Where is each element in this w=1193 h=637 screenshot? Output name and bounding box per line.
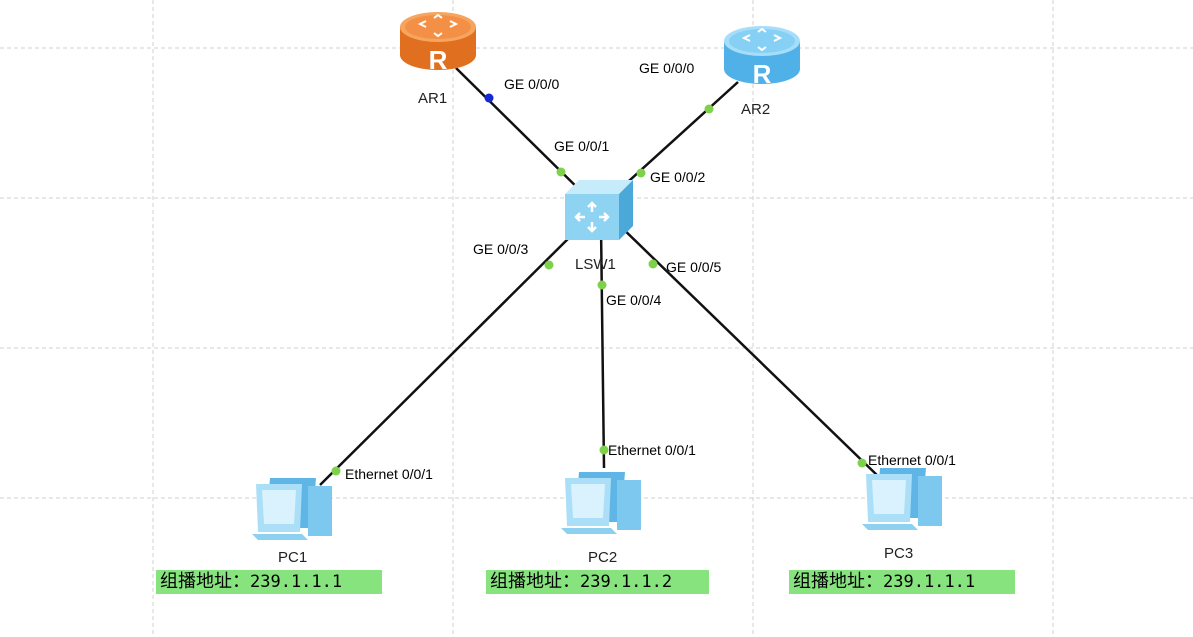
svg-text:R: R [753,59,772,89]
router-ar2-icon[interactable]: R [724,26,800,89]
port-dot-lsw1-ge001[interactable] [556,167,566,177]
port-dot-lsw1-ge004[interactable] [597,280,607,290]
ar1-label: AR1 [418,90,448,107]
multicast-note-pc1[interactable]: 组播地址：239.1.1.1 [156,570,382,594]
svg-text:R: R [429,45,448,75]
port-dot-lsw1-ge003[interactable] [544,260,554,270]
port-dot-lsw1-ge005[interactable] [648,259,658,269]
switch-lsw1-icon[interactable] [565,180,633,240]
pc1-label: PC1 [278,549,308,566]
pc1-icon[interactable] [252,478,332,540]
link-lsw1-pc2[interactable] [599,225,606,469]
port-dot-lsw1-ge002[interactable] [636,168,646,178]
pc2-icon[interactable] [561,472,641,534]
link-ar1-lsw1[interactable] [455,67,597,207]
multicast-note-pc2-label: 组播地址： [490,571,580,592]
port-label-ar1-ge000: GE 0/0/0 [504,76,560,92]
port-dot-pc3-eth[interactable] [857,458,867,468]
pc3-icon[interactable] [862,468,942,530]
port-label-ar2-ge000: GE 0/0/0 [639,60,695,76]
multicast-note-pc3-label: 组播地址： [793,571,883,592]
multicast-note-pc2[interactable]: 组播地址：239.1.1.2 [486,570,709,594]
port-label-lsw1-ge004: GE 0/0/4 [606,292,662,308]
port-dot-ar1-ge000[interactable] [484,93,494,103]
port-dot-pc2-eth[interactable] [599,445,609,455]
link-lsw1-pc1[interactable] [319,221,586,486]
lsw1-label: LSW1 [575,256,616,273]
multicast-note-pc1-value: 239.1.1.1 [250,572,343,592]
multicast-note-pc2-value: 239.1.1.2 [580,572,673,592]
pc2-label: PC2 [588,549,618,566]
port-label-lsw1-ge002: GE 0/0/2 [650,169,706,185]
ar2-label: AR2 [741,101,771,118]
multicast-note-pc3-value: 239.1.1.1 [883,572,976,592]
port-label-pc3-eth: Ethernet 0/0/1 [868,452,956,468]
port-dots [331,93,867,476]
multicast-note-pc3[interactable]: 组播地址：239.1.1.1 [789,570,1015,594]
port-label-pc2-eth: Ethernet 0/0/1 [608,442,696,458]
multicast-note-pc1-label: 组播地址： [160,571,250,592]
port-label-lsw1-ge003: GE 0/0/3 [473,241,529,257]
router-ar1-icon[interactable]: R [400,12,476,75]
port-dot-ar2-ge000[interactable] [704,104,714,114]
port-dot-pc1-eth[interactable] [331,466,341,476]
pc3-label: PC3 [884,545,914,562]
port-label-lsw1-ge005: GE 0/0/5 [666,259,722,275]
links [319,67,881,486]
link-lsw1-pc3[interactable] [615,221,881,479]
port-label-pc1-eth: Ethernet 0/0/1 [345,466,433,482]
port-label-lsw1-ge001: GE 0/0/1 [554,138,610,154]
